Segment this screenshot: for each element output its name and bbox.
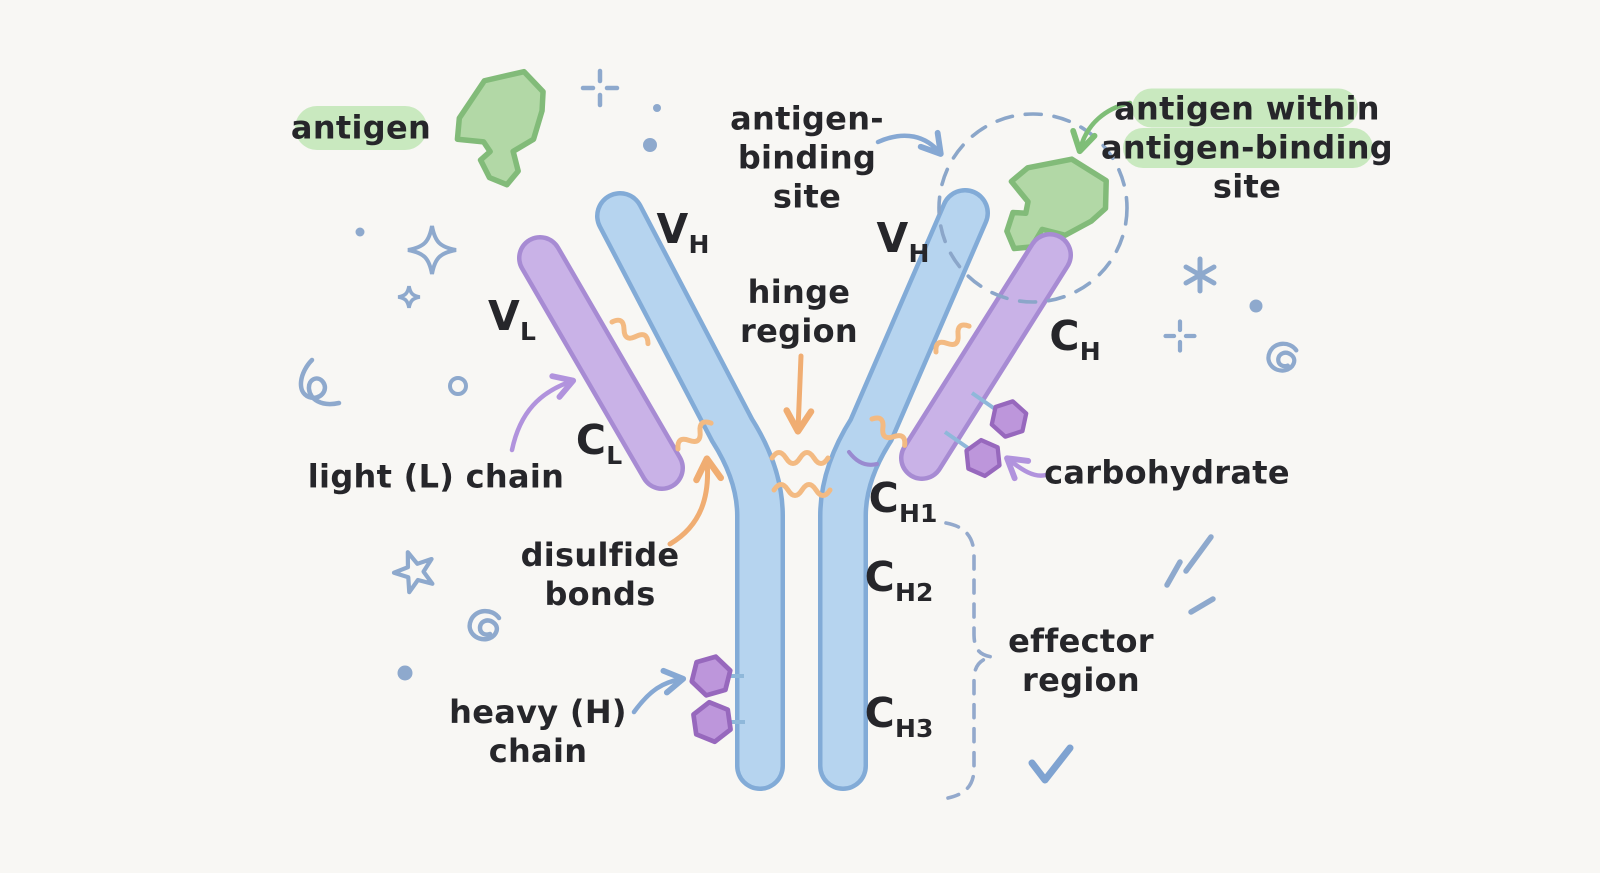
ch-label: CH <box>1049 312 1101 367</box>
carbohydrate-hexagon <box>990 398 1028 440</box>
antigen-binding-site-label: antigen- binding site <box>730 99 884 216</box>
antigen-label: antigen <box>290 108 432 147</box>
ch1-label: CH1 <box>868 474 938 529</box>
dot-decoration <box>1249 299 1263 313</box>
heavy-chain-left <box>595 191 785 791</box>
sparkle-decoration <box>396 284 422 310</box>
antigen-highlight <box>295 106 427 150</box>
dot-decoration <box>397 665 413 681</box>
heavy-chain-right <box>818 188 990 791</box>
spiral-decoration <box>1268 344 1296 371</box>
dot-decoration <box>653 104 661 112</box>
curl-decoration <box>298 357 342 407</box>
plus-sparkle-decoration <box>1163 319 1197 353</box>
carbohydrate-label: carbohydrate <box>1044 453 1290 492</box>
vl-label: VL <box>488 292 536 347</box>
ch3-label: CH3 <box>864 689 934 744</box>
disulfide-arrow <box>667 455 725 547</box>
antigen-within-binding-site-label: antigen within antigen-binding site <box>1100 89 1394 206</box>
plus-sparkle-decoration <box>580 68 620 108</box>
carbohydrate-hexagon <box>689 652 732 699</box>
light-chain-label: light (L) chain <box>307 457 565 496</box>
spiral-decoration <box>470 611 499 639</box>
dot-decorations <box>355 104 1263 681</box>
carbohydrate-hexagon <box>966 438 1001 477</box>
vh-left-label: VH <box>656 205 710 260</box>
hinge-region-label: hinge region <box>740 273 858 350</box>
checkmark-decoration <box>1028 744 1074 784</box>
binding-site-arrow <box>875 129 944 157</box>
dot-decoration <box>643 138 657 152</box>
antigen-binding-highlight <box>1123 128 1373 168</box>
light-chain-arrow <box>509 373 577 453</box>
light-chain-left <box>517 235 685 491</box>
asterisk-decoration <box>1183 256 1217 294</box>
antigen-arrow <box>1070 100 1133 155</box>
antigen-binding-site-circle <box>937 112 1129 304</box>
vh-right-label: VH <box>876 214 930 269</box>
circle-decoration <box>448 376 468 396</box>
carbohydrate-arrow <box>1004 455 1049 482</box>
light-chain-right <box>899 232 1073 481</box>
dot-decoration <box>355 227 365 237</box>
heavy-chain-label: heavy (H) chain <box>449 693 627 770</box>
antigen-within-highlight <box>1132 88 1358 128</box>
ch2-label: CH2 <box>864 553 934 608</box>
carbohydrate-hexagon <box>692 700 732 744</box>
heavy-chain-arrow <box>631 667 687 715</box>
disulfide-bonds-label: disulfide bonds <box>520 536 680 613</box>
effector-region-brace <box>944 521 993 800</box>
hinge-wave <box>772 453 828 464</box>
hinge-arrow <box>783 353 815 435</box>
slash-decoration <box>1164 534 1216 615</box>
carbohydrate-group-right <box>943 391 1028 478</box>
antigen-free <box>454 71 548 187</box>
carbohydrate-group-left <box>689 652 745 744</box>
effector-region-label: effector region <box>1008 622 1154 699</box>
cl-label: CL <box>575 416 623 471</box>
sparkle-decoration <box>406 224 458 276</box>
ch1-pointer-curve <box>847 450 879 467</box>
star-decoration <box>391 550 435 595</box>
